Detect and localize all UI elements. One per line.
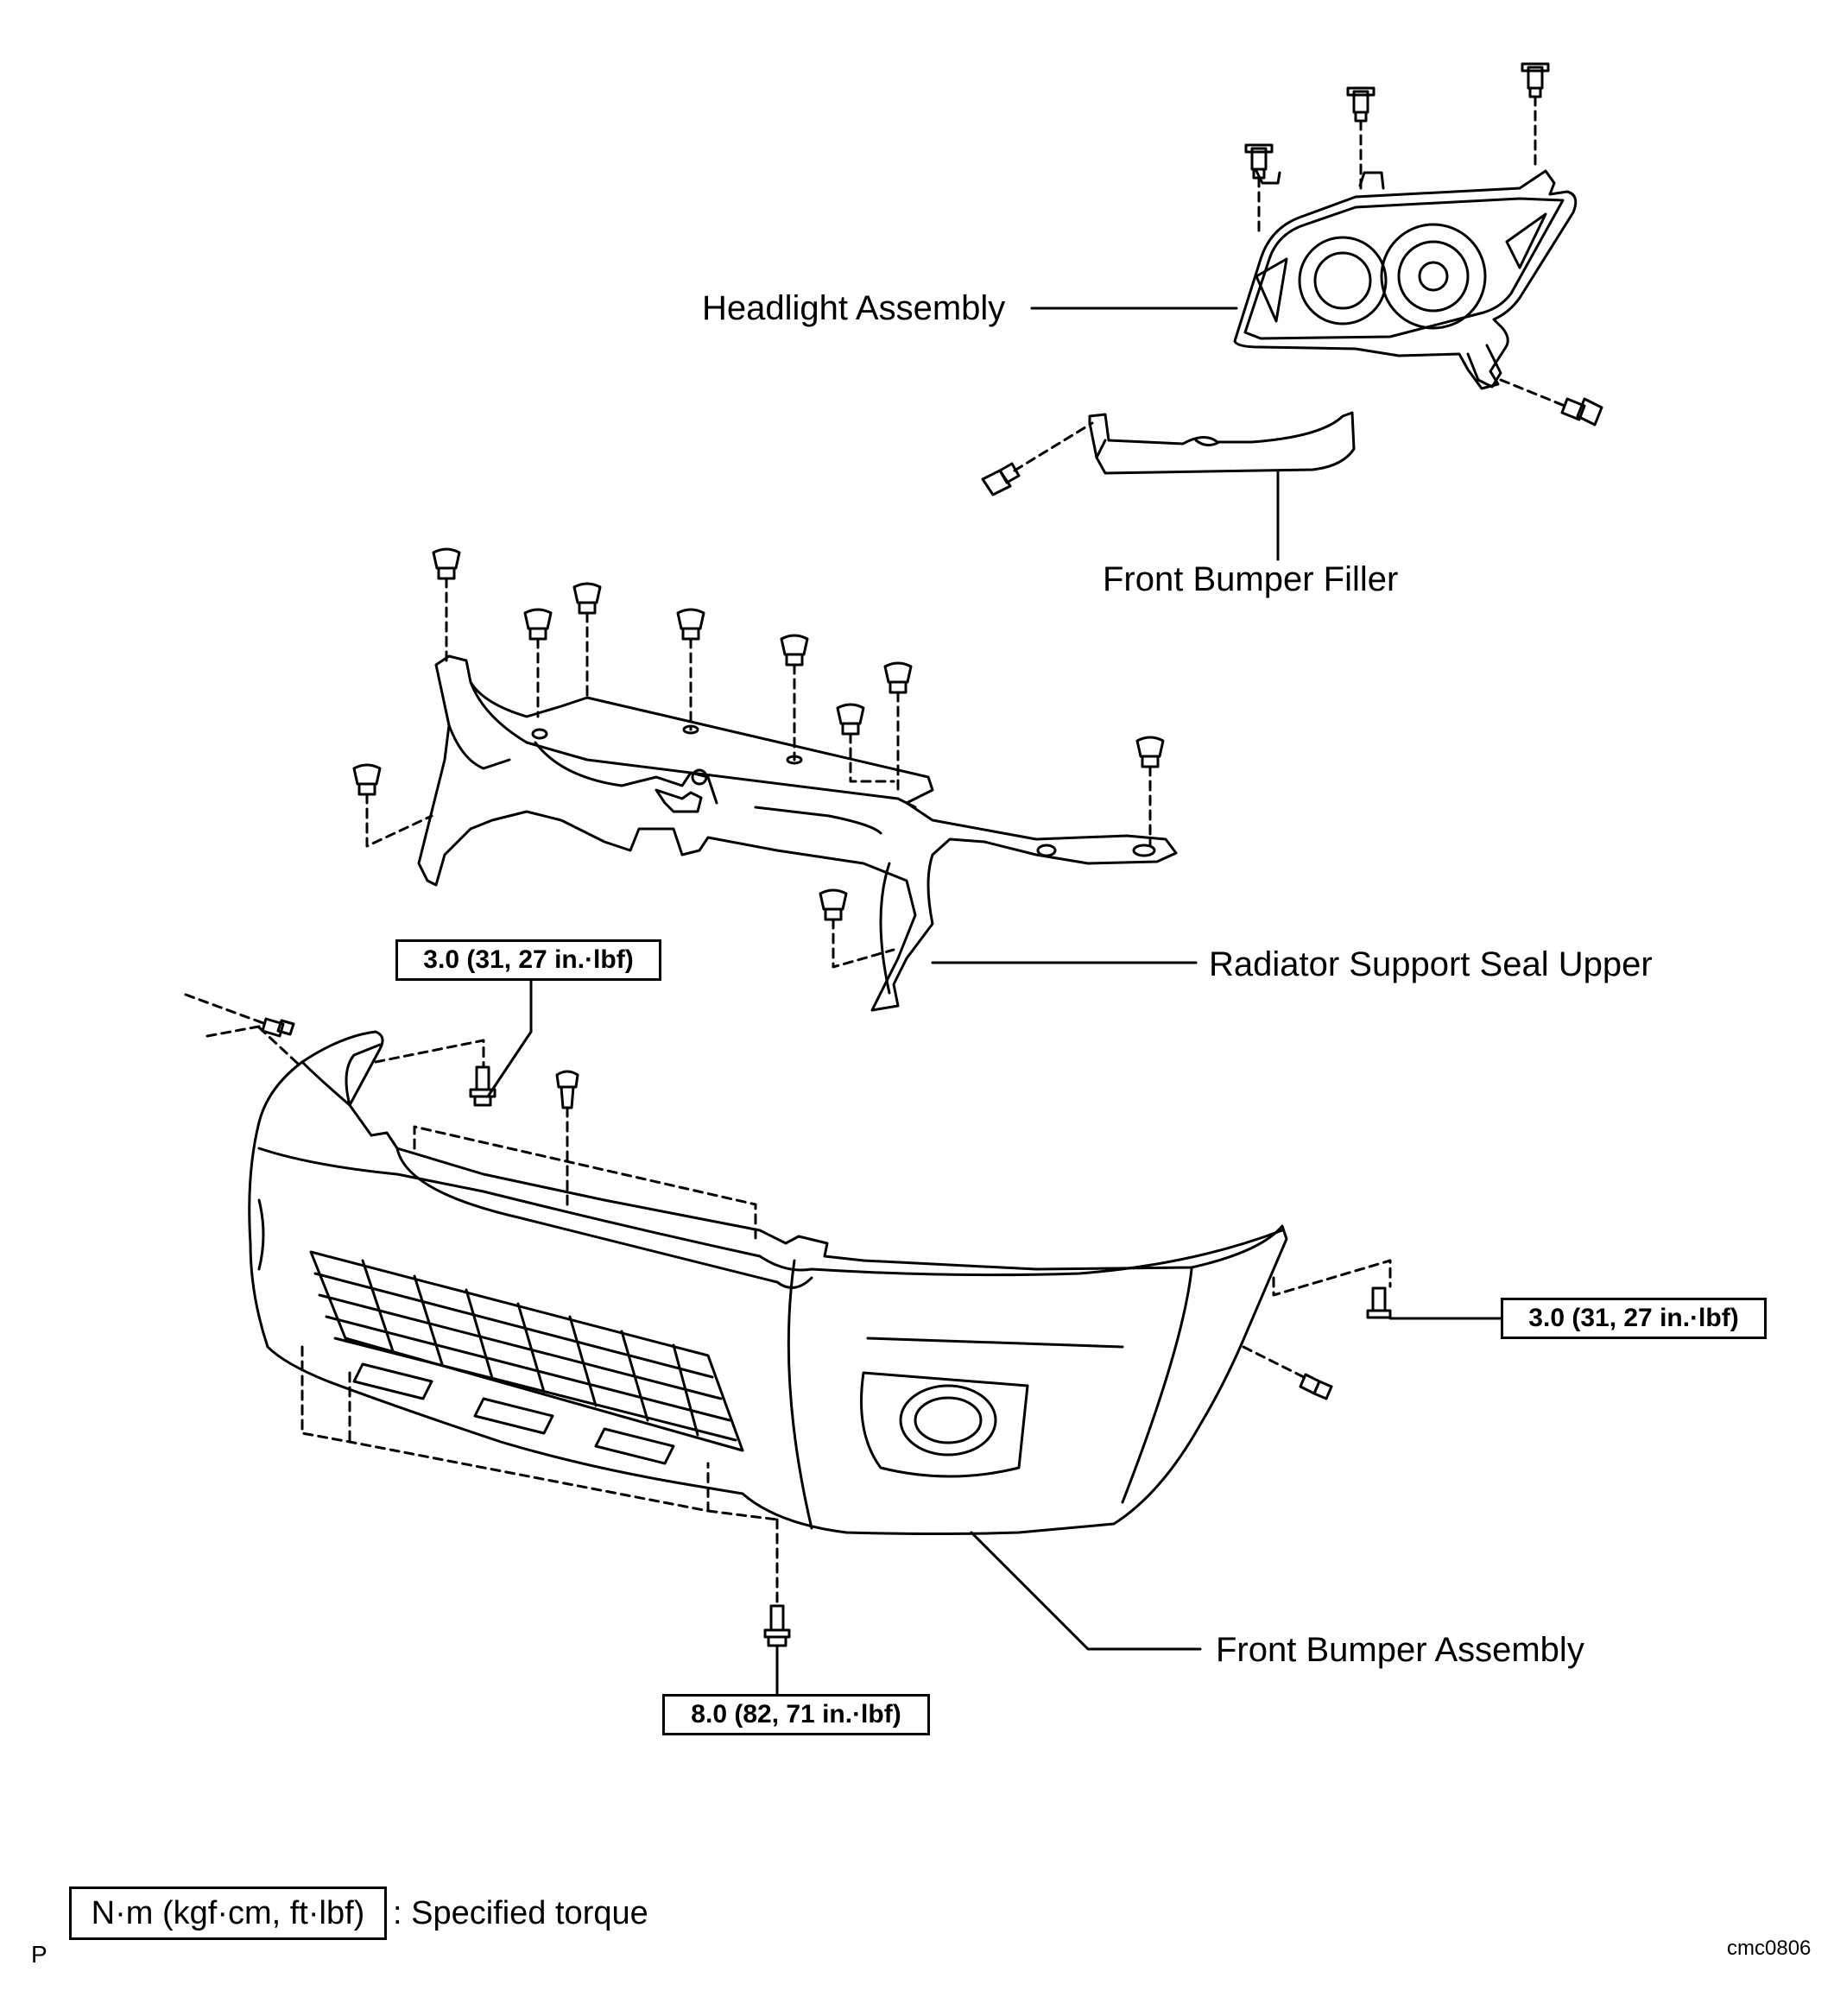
front-bumper-assembly <box>248 1030 1288 1535</box>
radiator-support-seal-upper <box>417 654 1178 1012</box>
front-bumper-filler-label: Front Bumper Filler <box>1103 560 1399 598</box>
seal-clip-10 <box>819 888 848 921</box>
bumper-lower-side-bolt <box>1299 1373 1333 1400</box>
bumper-bolt-upper <box>469 1065 496 1107</box>
bumper-clip-upper <box>555 1070 579 1109</box>
headlight-assembly <box>1233 169 1578 390</box>
seal-clip-1 <box>432 547 461 580</box>
bumper-side-bolt-left <box>261 1017 295 1038</box>
seal-clip-3 <box>572 582 602 615</box>
seal-clip-7 <box>836 703 865 736</box>
bumper-bolt-bottom <box>763 1604 791 1647</box>
torque-box-right: 3.0 (31, 27 in.·lbf) <box>1501 1298 1767 1339</box>
headlight-bolt-1 <box>1244 143 1274 180</box>
seal-clip-2 <box>523 608 553 641</box>
headlight-label: Headlight Assembly <box>702 289 1006 327</box>
radiator-support-seal-label: Radiator Support Seal Upper <box>1209 945 1653 983</box>
filler-clip <box>981 462 1021 496</box>
headlight-bolt-3 <box>1521 62 1550 98</box>
seal-clip-4 <box>676 608 705 641</box>
torque-box-upper-left: 3.0 (31, 27 in.·lbf) <box>395 939 661 981</box>
seal-clip-9 <box>352 763 382 796</box>
seal-clip-6 <box>883 661 913 694</box>
torque-legend-description: : Specified torque <box>393 1895 648 1931</box>
seal-clip-8 <box>1135 736 1165 768</box>
headlight-side-bolt <box>1560 397 1603 427</box>
torque-legend-box: N·m (kgf·cm, ft·lbf) <box>69 1886 387 1940</box>
seal-clip-5 <box>780 634 809 667</box>
corner-letter: P <box>31 1941 47 1968</box>
front-bumper-filler <box>1088 411 1356 475</box>
figure-code: cmc0806 <box>1727 1937 1812 1960</box>
bumper-side-bolt-right <box>1366 1286 1392 1319</box>
front-bumper-assembly-label: Front Bumper Assembly <box>1216 1631 1584 1669</box>
torque-box-bottom: 8.0 (82, 71 in.·lbf) <box>662 1694 930 1735</box>
headlight-bolt-2 <box>1346 86 1376 123</box>
